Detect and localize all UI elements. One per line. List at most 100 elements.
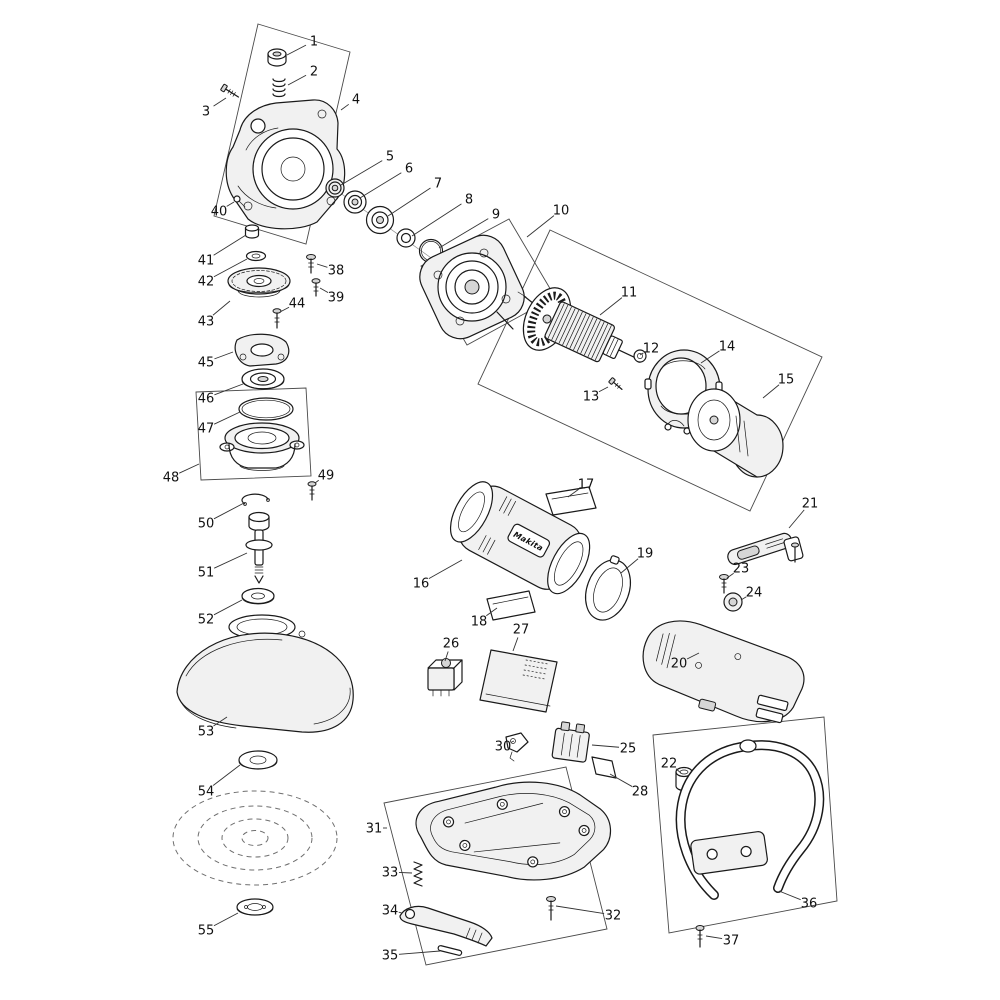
part-number-54: 54 (198, 785, 215, 800)
bearing-part-6 (343, 190, 367, 214)
leader-line-46 (214, 383, 244, 396)
part-number-1: 1 (310, 35, 318, 50)
leader-line-26 (444, 651, 449, 662)
leader-line-39 (319, 287, 329, 293)
sleeve-part-41 (244, 224, 260, 239)
lock-nut-part-55 (236, 898, 274, 916)
part-number-41: 41 (198, 254, 215, 269)
grinding-wheel-dashed-outline (172, 790, 338, 886)
part-number-48: 48 (163, 471, 180, 486)
leader-line-36 (778, 890, 801, 901)
leader-line-21 (788, 509, 805, 529)
part-number-19: 19 (637, 547, 654, 562)
part-number-7: 7 (434, 177, 442, 192)
part-number-53: 53 (198, 725, 215, 740)
leader-line-5 (340, 160, 383, 186)
gear-housing-group-box (213, 23, 351, 245)
leader-line-41 (213, 234, 247, 256)
leader-line-53 (213, 716, 228, 727)
screw-part-37 (695, 925, 705, 948)
part-number-55: 55 (198, 924, 215, 939)
baffle-ring-part-19 (584, 555, 632, 621)
leader-line-6 (359, 172, 402, 199)
spindle-lock-button (250, 118, 266, 134)
terminal-block-part-25 (551, 721, 590, 763)
part-number-2: 2 (310, 65, 318, 80)
leader-line-43 (212, 300, 231, 316)
leader-line-8 (411, 203, 462, 237)
screw-part-13 (608, 377, 623, 390)
leader-line-48 (178, 463, 200, 474)
part-number-37: 37 (723, 934, 740, 949)
screw-part-38 (306, 254, 316, 274)
bearing-part-7 (365, 205, 395, 235)
leader-line-34 (398, 911, 403, 914)
part-number-34: 34 (382, 904, 399, 919)
part-number-31: 31 (366, 822, 383, 837)
leader-line-11 (599, 297, 623, 316)
wheel-guard-part-53 (176, 614, 354, 733)
pin-part-40 (233, 195, 246, 208)
leader-line-14 (700, 350, 720, 364)
leader-line-24 (740, 596, 747, 601)
leader-line-38 (316, 263, 328, 268)
part-number-17: 17 (578, 478, 595, 493)
part-number-52: 52 (198, 613, 215, 628)
part-number-49: 49 (318, 469, 335, 484)
motor-housing-part-16: Makita (449, 481, 591, 595)
leader-line-7 (387, 187, 431, 217)
part-number-10: 10 (553, 204, 570, 219)
part-number-22: 22 (661, 757, 678, 772)
leader-line-13 (598, 386, 609, 393)
leader-line-55 (213, 912, 239, 927)
gear-housing-part-4 (225, 99, 346, 230)
part-number-46: 46 (198, 392, 215, 407)
part-number-13: 13 (583, 390, 600, 405)
spiral-bevel-gear-part-43 (227, 267, 291, 298)
part-number-9: 9 (492, 208, 500, 223)
washer-part-42 (245, 250, 267, 262)
part-number-32: 32 (605, 909, 622, 924)
leader-line-44 (279, 306, 290, 313)
leader-line-30 (511, 740, 515, 743)
leader-line-27 (512, 637, 519, 652)
brand-plate (507, 523, 551, 558)
leader-line-22 (675, 768, 682, 774)
screw-part-49 (307, 481, 317, 501)
leader-line-33 (398, 871, 413, 874)
part-number-15: 15 (778, 373, 795, 388)
cap-part-1 (267, 48, 287, 67)
leader-line-47 (213, 411, 241, 425)
switch-part-26 (427, 658, 463, 697)
leader-line-3 (213, 97, 227, 107)
inner-flange-part-52 (241, 587, 275, 605)
screw-part-39 (311, 278, 321, 297)
leader-line-23 (726, 572, 734, 579)
ball-bearing-part-46 (241, 368, 285, 390)
leader-line-1 (286, 44, 307, 56)
leader-line-51 (213, 552, 248, 569)
leader-line-10 (526, 215, 555, 238)
slide-switch-part-21 (727, 532, 804, 566)
lock-off-lever-part-34 (399, 905, 493, 947)
armature-core (544, 301, 643, 363)
part-number-5: 5 (386, 150, 394, 165)
leader-line-52 (213, 599, 243, 616)
part-number-6: 6 (405, 162, 413, 177)
screw-part-23 (719, 574, 729, 594)
leader-line-19 (620, 558, 639, 574)
part-number-23: 23 (733, 562, 750, 577)
part-number-39: 39 (328, 291, 345, 306)
leader-line-20 (686, 652, 700, 660)
washer-part-8 (396, 228, 416, 248)
part-number-50: 50 (198, 517, 215, 532)
part-number-47: 47 (198, 422, 215, 437)
leader-line-45 (214, 351, 234, 360)
handle-ferrule (739, 739, 757, 753)
bearing-retainer-part-45 (234, 333, 290, 367)
leader-line-40 (226, 201, 235, 207)
rear-housing-part-20 (642, 620, 805, 724)
part-number-35: 35 (382, 949, 399, 964)
